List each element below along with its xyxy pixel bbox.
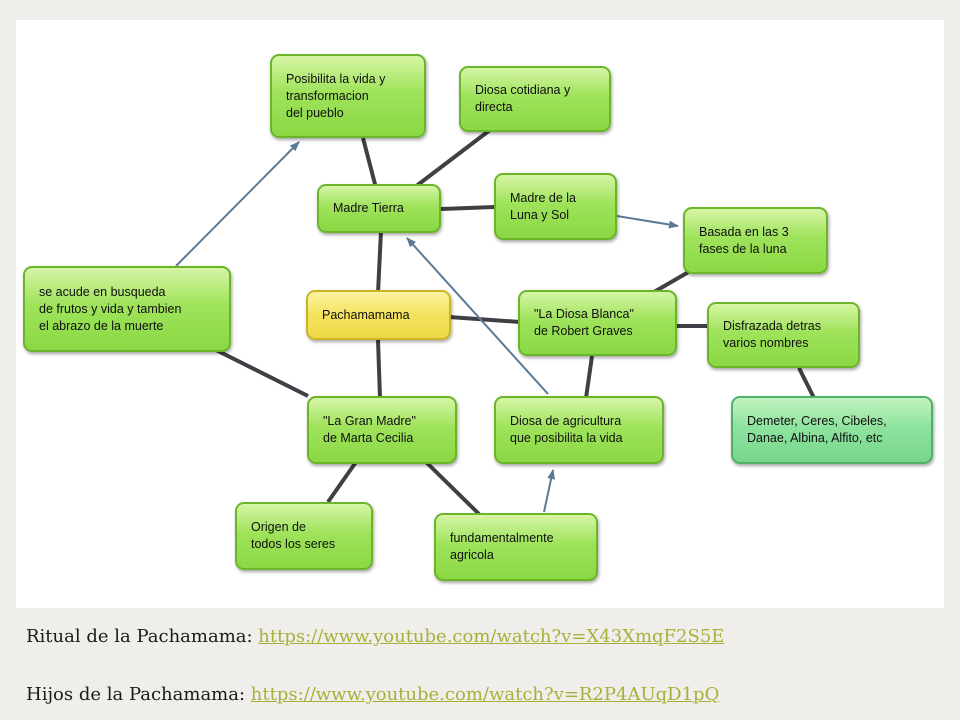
node-pachamama: Pachamamama: [306, 290, 451, 340]
edge-busqueda-granmadre: [215, 348, 309, 398]
node-label: Disfrazada detras varios nombres: [723, 319, 821, 350]
node-fases: Basada en las 3 fases de la luna: [683, 207, 828, 274]
edge-madre-cotidiana: [409, 128, 492, 192]
edge-madre-pachamama: [376, 230, 383, 294]
arrow-agricultura-madre: [406, 237, 549, 395]
connector-layer: [175, 128, 816, 516]
node-madre-tierra: Madre Tierra: [317, 184, 441, 233]
node-agricultura: Diosa de agricultura que posibilita la v…: [494, 396, 664, 464]
node-busqueda: se acude en busqueda de frutos y vida y …: [23, 266, 231, 352]
node-cotidiana: Diosa cotidiana y directa: [459, 66, 611, 132]
node-label: Diosa de agricultura que posibilita la v…: [510, 414, 623, 445]
ritual-link-label: Ritual de la Pachamama:: [26, 626, 259, 647]
node-agricola: fundamentalmente agricola: [434, 513, 598, 581]
edge-granmadre-origen: [326, 460, 358, 504]
node-label: se acude en busqueda de frutos y vida y …: [39, 284, 182, 333]
arrow-luna-fases: [616, 215, 679, 229]
node-label: Basada en las 3 fases de la luna: [699, 224, 789, 256]
hijos-link-label: Hijos de la Pachamama:: [26, 684, 251, 705]
node-label: Posibilita la vida y transformacion del …: [286, 71, 386, 120]
node-diosa-blanca: "La Diosa Blanca" de Robert Graves: [518, 290, 677, 356]
ritual-link[interactable]: https://www.youtube.com/watch?v=X43XmqF2…: [258, 626, 725, 647]
edge-madre-luna: [440, 205, 496, 211]
arrow-agricola-agricultura: [543, 469, 556, 513]
node-label: "La Gran Madre" de Marta Cecilia: [323, 414, 416, 445]
edge-madre-posibilita: [361, 137, 378, 189]
node-label: fundamentalmente agricola: [450, 531, 554, 562]
node-label: Origen de todos los seres: [251, 520, 336, 551]
concept-map: Posibilita la vida y transformacion del …: [16, 20, 944, 608]
node-demeter: Demeter, Ceres, Cibeles, Danae, Albina, …: [731, 396, 933, 464]
edge-blanca-agricultura: [584, 355, 594, 399]
node-label: Demeter, Ceres, Cibeles, Danae, Albina, …: [747, 414, 887, 445]
node-posibilita: Posibilita la vida y transformacion del …: [270, 54, 426, 138]
node-label: "La Diosa Blanca" de Robert Graves: [534, 307, 634, 338]
arrow-busqueda-posibilita: [175, 141, 300, 267]
hijos-link-line: Hijos de la Pachamama: https://www.youtu…: [26, 684, 719, 705]
node-disfrazada: Disfrazada detras varios nombres: [707, 302, 860, 368]
edge-pachamama-granmadre: [376, 339, 382, 399]
node-label: Madre Tierra: [333, 201, 404, 215]
edge-disfrazada-demeter: [797, 367, 816, 399]
edge-pachamama-blanca: [448, 315, 521, 324]
node-label: Pachamamama: [322, 307, 410, 322]
edge-blanca-fases: [652, 268, 694, 294]
edge-granmadre-agricola: [424, 460, 481, 516]
node-luna-sol: Madre de la Luna y Sol: [494, 173, 617, 240]
node-gran-madre: "La Gran Madre" de Marta Cecilia: [307, 396, 457, 464]
node-origen: Origen de todos los seres: [235, 502, 373, 570]
node-label: Madre de la Luna y Sol: [510, 190, 577, 222]
node-label: Diosa cotidiana y directa: [475, 83, 571, 114]
ritual-link-line: Ritual de la Pachamama: https://www.yout…: [26, 626, 724, 647]
hijos-link[interactable]: https://www.youtube.com/watch?v=R2P4AUqD…: [250, 684, 720, 705]
